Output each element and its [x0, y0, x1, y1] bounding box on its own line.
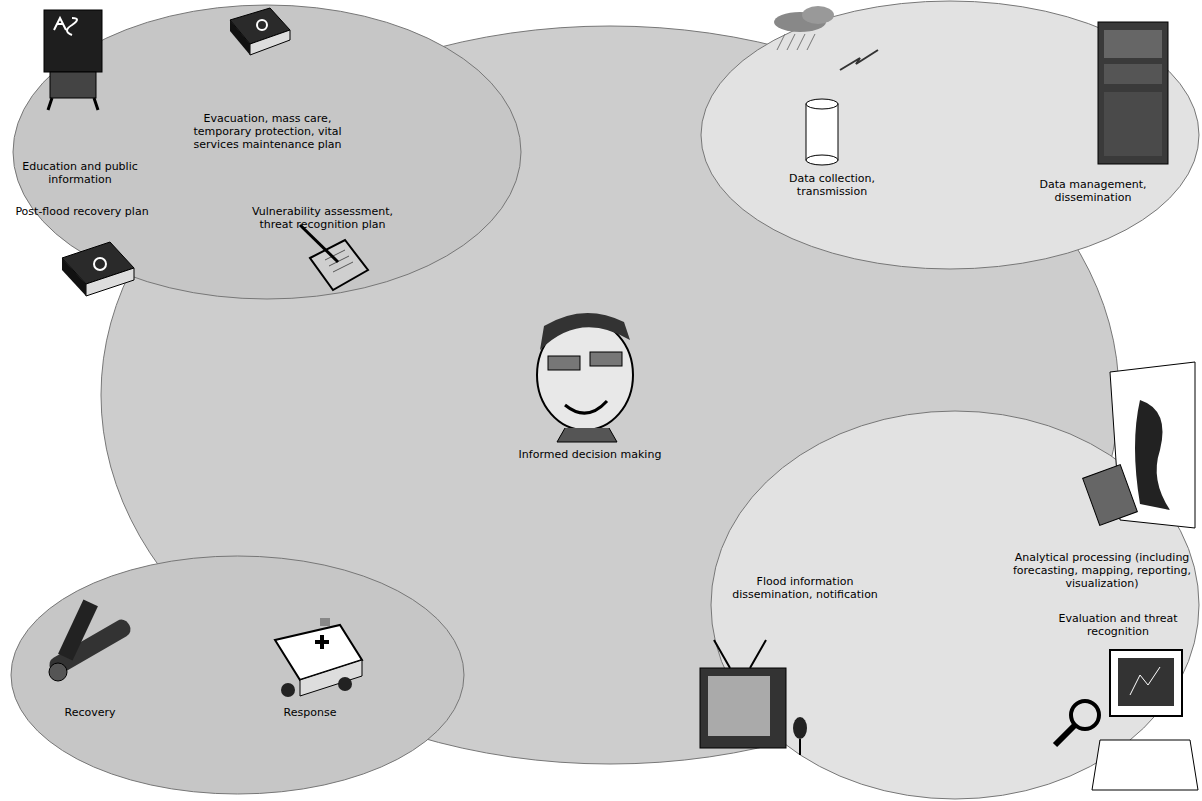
item-label: Flood information dissemination, notific…	[732, 575, 878, 601]
ambulance-icon	[275, 618, 362, 697]
decision-maker-icon	[537, 313, 633, 442]
ellipse-outline	[12, 4, 522, 300]
assessment-pad-icon	[300, 225, 368, 290]
region-ellipse: Flood information dissemination, notific…	[710, 410, 1200, 800]
icon-group	[44, 8, 368, 296]
item-label: Response	[260, 706, 360, 719]
ellipse-outline	[10, 555, 465, 795]
item-label: Data management, dissemination	[1028, 178, 1158, 204]
region-ellipse: Recovery Response	[10, 555, 465, 795]
icon-group	[47, 599, 362, 697]
item-label: Vulnerability assessment, threat recogni…	[240, 205, 405, 231]
rain-gauge-icon	[806, 99, 838, 165]
chalkboard-icon	[44, 10, 102, 110]
icon-group	[700, 362, 1198, 790]
ellipse-fill	[11, 556, 464, 794]
server-rack-icon	[1098, 22, 1168, 164]
computer-magnifier-icon	[1055, 650, 1198, 790]
item-label: Recovery	[40, 706, 140, 719]
item-label: Data collection, transmission	[772, 172, 892, 198]
item-label: Evacuation, mass care, temporary protect…	[180, 112, 355, 151]
plan-book-icon	[230, 8, 290, 55]
region-ellipse: Education and public information Evacuati…	[12, 4, 522, 300]
rain-cloud-icon	[774, 6, 878, 70]
item-label: Post-flood recovery plan	[12, 205, 152, 218]
ellipse-fill	[701, 1, 1199, 269]
map-report-icon	[1083, 362, 1195, 528]
ellipse-fill	[13, 5, 521, 299]
region-ellipse: Data collection, transmission Data manage…	[700, 0, 1200, 270]
recovery-tools-icon	[47, 599, 134, 681]
icon-group	[537, 313, 633, 442]
icon-group	[774, 6, 1168, 165]
ellipse-outline	[710, 410, 1200, 800]
item-label: Education and public information	[10, 160, 150, 186]
ellipse-outline	[700, 0, 1200, 270]
item-label: Evaluation and threat recognition	[1048, 612, 1188, 638]
item-label: Analytical processing (including forecas…	[1008, 551, 1196, 590]
television-icon	[700, 640, 807, 755]
item-label: Informed decision making	[480, 448, 700, 461]
